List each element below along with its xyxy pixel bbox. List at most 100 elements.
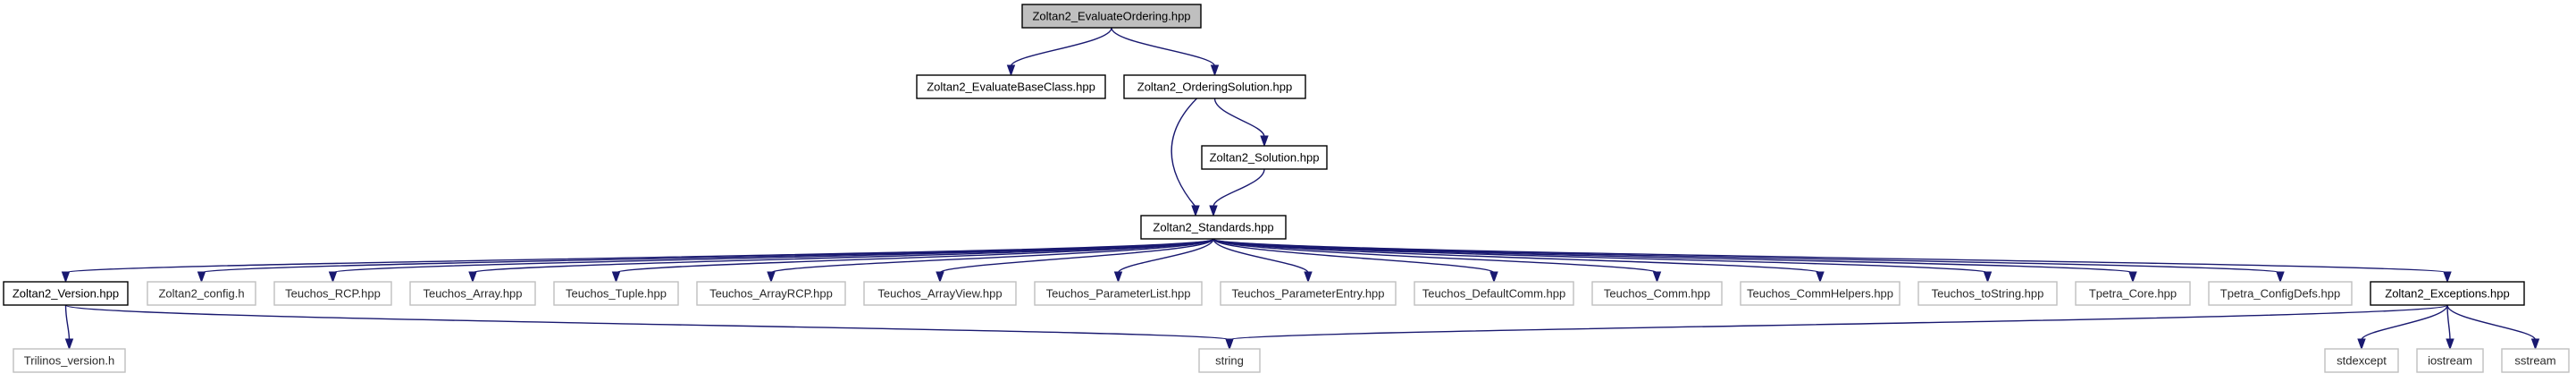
- node-label: Zoltan2_Exceptions.hpp: [2385, 287, 2509, 301]
- node-box: [2370, 281, 2525, 306]
- node-zoltan2-evaluateordering-hpp[interactable]: Zoltan2_EvaluateOrdering.hpp: [1021, 4, 1202, 29]
- node-label: Zoltan2_config.h: [158, 287, 244, 301]
- node-zoltan2-version-hpp[interactable]: Zoltan2_Version.hpp: [3, 281, 129, 306]
- node-label: Trilinos_version.h: [24, 354, 114, 368]
- node-box: [1917, 281, 2058, 306]
- node-box: [1034, 281, 1203, 306]
- node-teuchos-array-hpp: Teuchos_Array.hpp: [409, 281, 536, 306]
- node-box: [2075, 281, 2191, 306]
- edge-ordsol-to-solution: [1213, 98, 1269, 148]
- edge-standards-to-commhelpers: [1212, 238, 1825, 284]
- graph-nodes: Zoltan2_EvaluateOrdering.hppZoltan2_Eval…: [3, 4, 2570, 373]
- edge-standards-to-tpetraconfig: [1212, 238, 2285, 284]
- node-box: [273, 281, 392, 306]
- edge-standards-to-tuple: [611, 238, 1214, 284]
- node-teuchos-commhelpers-hpp: Teuchos_CommHelpers.hpp: [1740, 281, 1901, 306]
- edge-version-to-string: [64, 304, 1234, 351]
- node-box: [1220, 281, 1397, 306]
- node-zoltan2-config-h: Zoltan2_config.h: [147, 281, 256, 306]
- graph-edges: [61, 27, 2540, 351]
- node-label: Tpetra_Core.hpp: [2089, 287, 2177, 301]
- node-box: [1021, 4, 1202, 29]
- node-label: Zoltan2_Solution.hpp: [1210, 151, 1320, 165]
- node-zoltan2-standards-hpp[interactable]: Zoltan2_Standards.hpp: [1140, 215, 1287, 240]
- edge-standards-to-exceptions: [1212, 238, 2452, 284]
- node-label: stdexcept: [2337, 354, 2387, 368]
- edge-exceptions-to-string: [1225, 304, 2448, 351]
- node-zoltan2-solution-hpp[interactable]: Zoltan2_Solution.hpp: [1201, 145, 1328, 170]
- node-label: Teuchos_CommHelpers.hpp: [1747, 287, 1893, 301]
- node-label: Zoltan2_EvaluateOrdering.hpp: [1032, 10, 1190, 23]
- node-teuchos-parameterentry-hpp: Teuchos_ParameterEntry.hpp: [1220, 281, 1397, 306]
- node-label: Zoltan2_Version.hpp: [13, 287, 119, 301]
- node-box: [1123, 74, 1306, 99]
- node-label: Teuchos_ArrayRCP.hpp: [709, 287, 833, 301]
- edge-ordsol-to-standards: [1171, 98, 1200, 217]
- node-teuchos-defaultcomm-hpp: Teuchos_DefaultComm.hpp: [1414, 281, 1574, 306]
- edge-solution-to-standards: [1209, 168, 1265, 217]
- node-box: [863, 281, 1017, 306]
- node-teuchos-arrayview-hpp: Teuchos_ArrayView.hpp: [863, 281, 1017, 306]
- node-box: [2501, 348, 2570, 373]
- node-box: [1740, 281, 1901, 306]
- node-label: Zoltan2_Standards.hpp: [1153, 221, 1273, 234]
- node-box: [3, 281, 129, 306]
- node-teuchos-parameterlist-hpp: Teuchos_ParameterList.hpp: [1034, 281, 1203, 306]
- node-box: [2208, 281, 2353, 306]
- node-iostream: iostream: [2416, 348, 2484, 373]
- edge-standards-to-array: [468, 238, 1214, 284]
- edge-standards-to-rcp: [328, 238, 1214, 284]
- edge-standards-to-arrayrcp: [767, 238, 1214, 284]
- node-label: Teuchos_ArrayView.hpp: [877, 287, 1002, 301]
- node-label: Tpetra_ConfigDefs.hpp: [2220, 287, 2340, 301]
- edge-exceptions-to-iostream: [2446, 304, 2454, 351]
- edge-root-to-evalbase: [1006, 27, 1112, 77]
- edge-exceptions-to-stdexcept: [2357, 304, 2448, 351]
- node-label: Teuchos_Comm.hpp: [1604, 287, 1710, 301]
- node-zoltan2-evaluatebaseclass-hpp[interactable]: Zoltan2_EvaluateBaseClass.hpp: [916, 74, 1106, 99]
- node-trilinos-version-h: Trilinos_version.h: [13, 348, 126, 373]
- node-box: [553, 281, 679, 306]
- node-label: Zoltan2_OrderingSolution.hpp: [1137, 81, 1292, 94]
- node-zoltan2-exceptions-hpp[interactable]: Zoltan2_Exceptions.hpp: [2370, 281, 2525, 306]
- node-teuchos-tuple-hpp: Teuchos_Tuple.hpp: [553, 281, 679, 306]
- node-box: [1140, 215, 1287, 240]
- edge-standards-to-paramentry: [1212, 238, 1313, 284]
- edge-standards-to-comm: [1212, 238, 1662, 284]
- node-label: string: [1215, 354, 1244, 368]
- node-label: Teuchos_Array.hpp: [423, 287, 522, 301]
- node-label: Zoltan2_EvaluateBaseClass.hpp: [927, 81, 1095, 94]
- node-teuchos-rcp-hpp: Teuchos_RCP.hpp: [273, 281, 392, 306]
- node-label: Teuchos_toString.hpp: [1932, 287, 2044, 301]
- node-teuchos-comm-hpp: Teuchos_Comm.hpp: [1591, 281, 1723, 306]
- node-box: [409, 281, 536, 306]
- node-box: [1198, 348, 1261, 373]
- node-label: Teuchos_Tuple.hpp: [566, 287, 667, 301]
- node-box: [2324, 348, 2399, 373]
- node-tpetra-core-hpp: Tpetra_Core.hpp: [2075, 281, 2191, 306]
- node-sstream: sstream: [2501, 348, 2570, 373]
- node-tpetra-configdefs-hpp: Tpetra_ConfigDefs.hpp: [2208, 281, 2353, 306]
- edge-root-to-ordsol: [1111, 27, 1220, 77]
- edge-version-to-trilinos: [64, 304, 74, 351]
- node-label: Teuchos_DefaultComm.hpp: [1422, 287, 1565, 301]
- node-label: sstream: [2514, 354, 2555, 368]
- node-box: [1591, 281, 1723, 306]
- edge-standards-to-config: [197, 238, 1214, 284]
- node-label: Teuchos_RCP.hpp: [285, 287, 381, 301]
- node-label: iostream: [2428, 354, 2472, 368]
- node-stdexcept: stdexcept: [2324, 348, 2399, 373]
- node-box: [2416, 348, 2484, 373]
- node-teuchos-arrayrcp-hpp: Teuchos_ArrayRCP.hpp: [696, 281, 846, 306]
- node-zoltan2-orderingsolution-hpp[interactable]: Zoltan2_OrderingSolution.hpp: [1123, 74, 1306, 99]
- edge-exceptions-to-sstream: [2446, 304, 2540, 351]
- edge-standards-to-paramlist: [1113, 238, 1214, 284]
- node-label: Teuchos_ParameterEntry.hpp: [1231, 287, 1384, 301]
- node-box: [1201, 145, 1328, 170]
- edge-standards-to-defaultcomm: [1212, 238, 1498, 284]
- node-teuchos-tostring-hpp: Teuchos_toString.hpp: [1917, 281, 2058, 306]
- node-label: Teuchos_ParameterList.hpp: [1046, 287, 1191, 301]
- node-string: string: [1198, 348, 1261, 373]
- edge-standards-to-arrayview: [936, 238, 1214, 284]
